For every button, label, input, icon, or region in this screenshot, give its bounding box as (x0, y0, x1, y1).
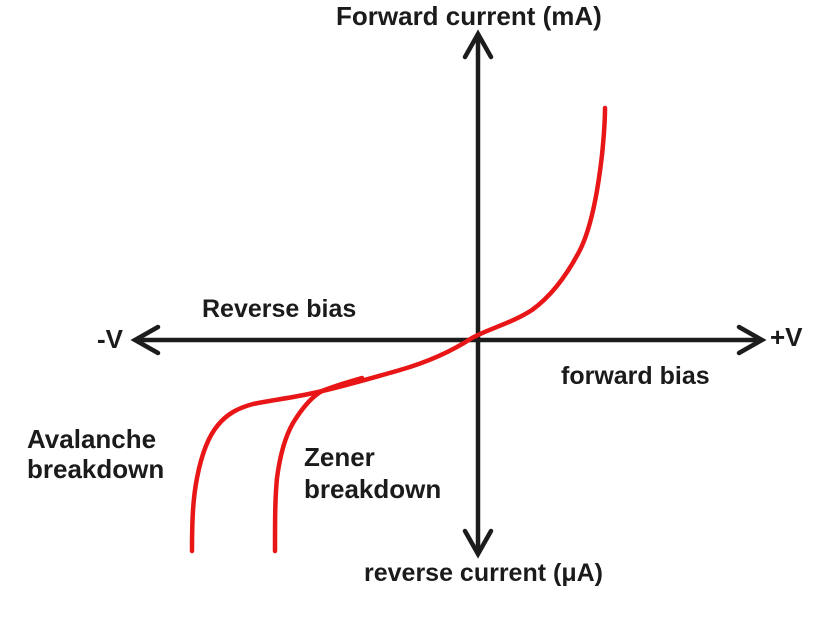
arrow-down-icon (462, 528, 494, 559)
arrow-right-icon (736, 324, 767, 356)
diode-iv-curve (189, 105, 608, 554)
negative-voltage-axis-label: -V (97, 324, 123, 354)
reverse-current-axis-label: reverse current (μA) (364, 559, 604, 587)
arrow-left-icon (130, 324, 161, 356)
positive-voltage-axis-label: +V (770, 322, 803, 352)
zener-breakdown-label: Zener breakdown (304, 442, 442, 504)
zener-breakdown-curve (272, 375, 365, 554)
avalanche-breakdown-label: Avalanche breakdown (27, 424, 165, 484)
arrow-up-icon (462, 29, 494, 60)
forward-current-axis-label: Forward current (mA) (336, 1, 602, 31)
reverse-bias-label: Reverse bias (202, 295, 357, 323)
forward-bias-label: forward bias (561, 362, 710, 390)
